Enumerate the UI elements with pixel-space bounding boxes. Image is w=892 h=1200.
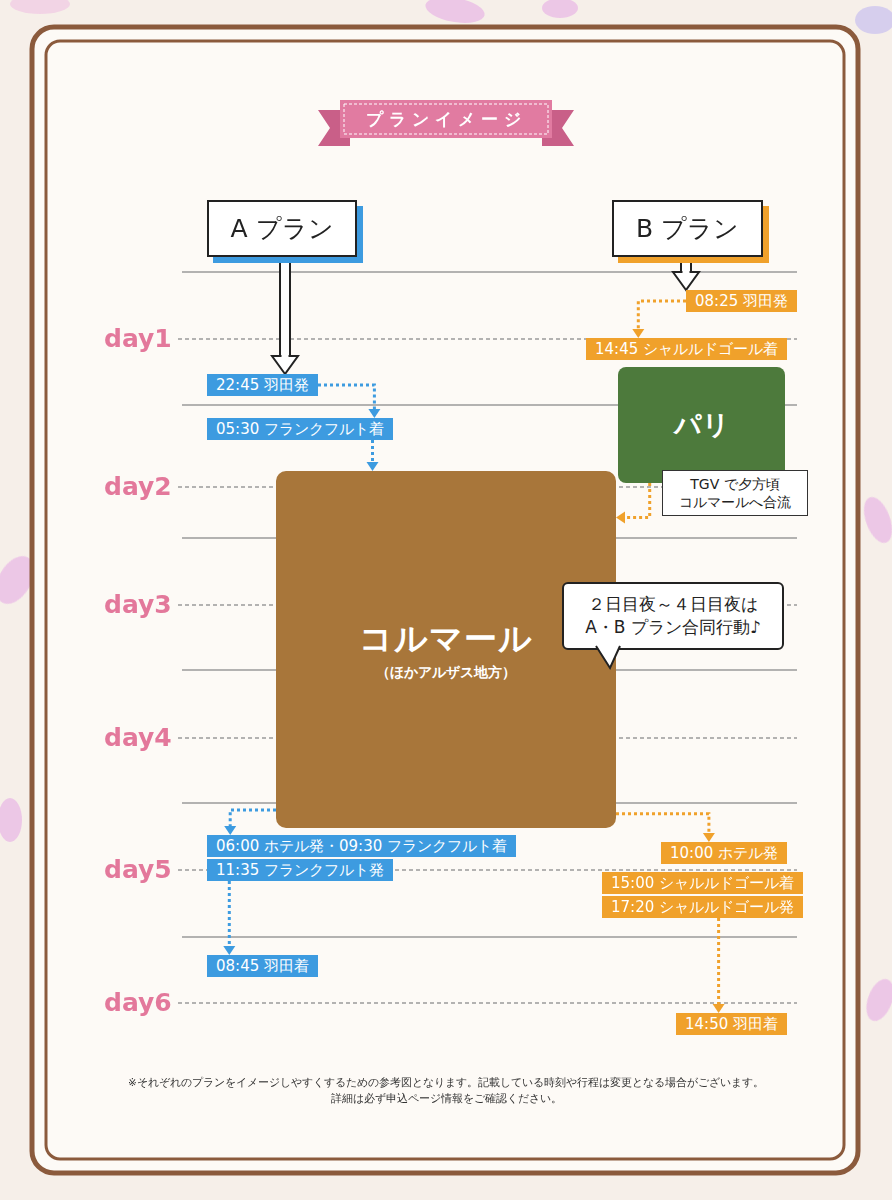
plan-box: A プラン xyxy=(207,200,357,257)
node-text: 17:20 シャルルドゴール発 xyxy=(611,897,794,917)
day-label: day6 xyxy=(104,988,172,1018)
note-box: TGV で夕方頃 コルマールへ合流 xyxy=(662,470,808,516)
node-text: 08:25 羽田発 xyxy=(695,291,788,311)
time-tag: 14:45 シャルルドゴール着 xyxy=(586,338,787,360)
dotted-arrow xyxy=(616,814,715,842)
dotted-arrow xyxy=(224,810,276,835)
dotted-arrow xyxy=(632,301,686,338)
node-text: 11:35 フランクフルト発 xyxy=(216,860,384,880)
node-text: コルマール xyxy=(359,617,533,662)
time-tag: 10:00 ホテル発 xyxy=(661,842,787,864)
day-label: day2 xyxy=(104,472,172,502)
day-label: day4 xyxy=(104,723,172,753)
time-tag: 22:45 羽田発 xyxy=(207,374,318,396)
node-text: 14:45 シャルルドゴール着 xyxy=(595,339,778,359)
time-tag: 06:00 ホテル発・09:30 フランクフルト着 xyxy=(207,835,516,857)
node-text: 22:45 羽田発 xyxy=(216,375,309,395)
dotted-arrow xyxy=(713,918,725,1013)
node-text: 06:00 ホテル発・09:30 フランクフルト着 xyxy=(216,836,507,856)
time-tag: 08:25 羽田発 xyxy=(686,290,797,312)
day-label: day3 xyxy=(104,590,172,620)
node-text: A プラン xyxy=(230,212,333,245)
plan-box: B プラン xyxy=(612,200,763,257)
hollow-arrow xyxy=(673,257,699,290)
city-box: パリ xyxy=(618,367,785,483)
day-label: day1 xyxy=(104,324,172,354)
time-tag: 11:35 フランクフルト発 xyxy=(207,859,393,881)
hollow-arrow xyxy=(272,257,298,374)
dotted-arrow xyxy=(318,385,380,418)
node-text: 08:45 羽田着 xyxy=(216,956,309,976)
speech-bubble: ２日目夜～４日目夜は A・B プラン合同行動♪ xyxy=(562,582,784,650)
node-text: ２日目夜～４日目夜は A・B プラン合同行動♪ xyxy=(574,593,772,639)
node-text: 15:00 シャルルドゴール着 xyxy=(611,873,794,893)
node-text: TGV で夕方頃 コルマールへ合流 xyxy=(671,475,799,511)
time-tag: 15:00 シャルルドゴール着 xyxy=(602,872,803,894)
node-text: 05:30 フランクフルト着 xyxy=(216,419,384,439)
dotted-arrow xyxy=(367,440,379,471)
time-tag: 17:20 シャルルドゴール発 xyxy=(602,896,803,918)
footnote: 詳細は必ず申込ページ情報をご確認ください。 xyxy=(0,1091,892,1106)
time-tag: 08:45 羽田着 xyxy=(207,955,318,977)
node-text: （ほかアルザス地方） xyxy=(376,664,516,682)
dotted-arrow xyxy=(616,483,650,523)
node-text: 14:50 羽田着 xyxy=(685,1014,778,1034)
node-text: 10:00 ホテル発 xyxy=(670,843,778,863)
time-tag: 14:50 羽田着 xyxy=(676,1013,787,1035)
timeline-grid xyxy=(182,272,797,937)
time-tag: 05:30 フランクフルト着 xyxy=(207,418,393,440)
node-text: B プラン xyxy=(636,212,739,245)
footnote: ※それぞれのプランをイメージしやすくするための参考図となります。記載している時刻… xyxy=(0,1075,892,1090)
title-text: プランイメージ xyxy=(0,108,892,130)
bubble-tail xyxy=(594,646,634,670)
node-text: パリ xyxy=(674,407,730,443)
day-label: day5 xyxy=(104,855,172,885)
dotted-arrow xyxy=(223,881,235,955)
